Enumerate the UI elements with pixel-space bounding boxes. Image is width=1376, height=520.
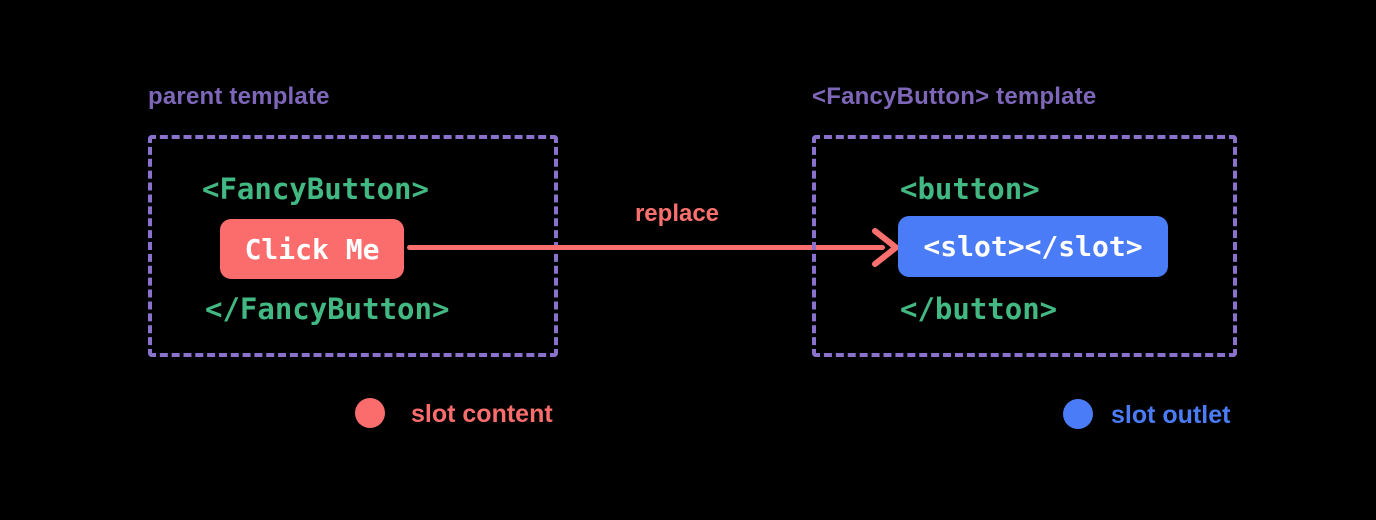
slot-content-dot-icon: [355, 398, 385, 428]
slot-content-label: slot content: [411, 400, 553, 428]
fancybutton-close-tag: </FancyButton>: [205, 292, 450, 326]
slot-outlet-dot-icon: [1063, 399, 1093, 429]
button-close-tag: </button>: [900, 292, 1058, 326]
arrow-head-icon: [872, 228, 899, 267]
button-open-tag: <button>: [900, 172, 1040, 206]
fancybutton-template-title: <FancyButton> template: [812, 83, 1097, 110]
replace-arrow-line: [407, 245, 885, 250]
replace-label: replace: [634, 200, 720, 227]
slot-outlet-label: slot outlet: [1111, 401, 1231, 429]
fancybutton-open-tag: <FancyButton>: [202, 172, 429, 206]
parent-template-title: parent template: [148, 83, 330, 110]
click-me-chip: Click Me: [220, 219, 404, 279]
slot-outlet-chip: <slot></slot>: [898, 216, 1168, 277]
fancybutton-template-box: [812, 135, 1237, 357]
